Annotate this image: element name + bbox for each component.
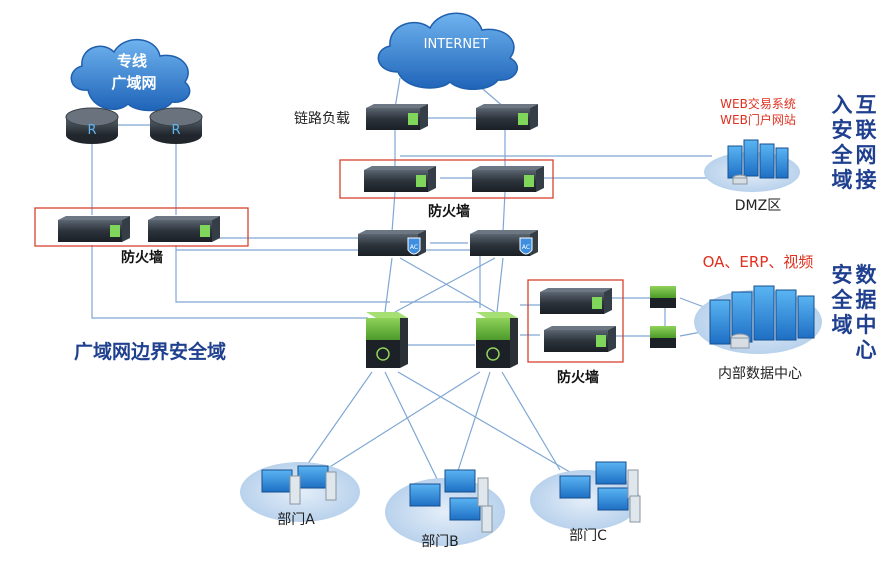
zone-internet-char-2: 联 [856,118,877,142]
wan-cloud-line1: 专线 [117,52,147,70]
link-core2-depta [324,371,481,471]
firewall-right-2 [544,326,616,352]
zone-internet-char-8: 域 [832,168,853,192]
ac-2-badge: AC [522,244,530,251]
link-core1-depta [299,371,373,476]
internet-cloud: INTERNET [377,12,519,90]
dmz-server-cluster [704,139,800,192]
load-balancer-1 [366,104,428,130]
router-1-letter: R [87,123,96,138]
zone-dc-char-3: 中 [856,313,877,337]
zone-internet-char-5: 入 [832,93,853,117]
firewall-boxes [34,159,624,363]
zone-internet-char-1: 互 [856,93,877,117]
web-portal-label: WEB门户网站 [720,112,796,127]
link-core2-deptc [501,371,561,471]
link-core1-deptb [384,371,441,486]
dept-b-label: 部门B [421,534,459,550]
dmz-label: DMZ区 [735,198,781,214]
dept-b-cluster [385,469,505,546]
dc-switch-2 [650,326,676,348]
zone-internet-char-4: 接 [856,168,877,192]
ac-1-badge: AC [410,244,418,251]
firewall-left-2 [148,216,220,242]
link-fw2-ac2 [502,191,506,233]
link-fwl2-core2 [176,249,481,308]
link-core1-deptc [397,371,576,476]
wan-boundary-zone-label: 广域网边界安全域 [74,340,226,363]
firewall-right-label: 防火墙 [557,369,599,386]
router-1: R [65,107,119,144]
link-fw1-ac1 [391,191,396,233]
zone-internet-char-6: 安 [832,118,853,142]
firewall-left-label: 防火墙 [121,249,163,266]
dc-switch-1 [650,286,676,308]
link-core2-deptb [454,371,491,481]
internal-dc-cluster [694,285,822,354]
router-2: R [149,107,203,144]
router-2-letter: R [171,123,180,138]
link-fwl2-core1 [175,245,390,303]
internet-label: INTERNET [424,37,489,52]
zone-internet-char-7: 全 [831,143,854,167]
firewall-right-1 [540,288,612,314]
internal-dc-label: 内部数据中心 [718,366,802,382]
zone-dc-char-6: 全 [831,288,854,312]
load-balancer-2 [476,104,538,130]
wan-cloud-line2: 广域网 [111,74,156,92]
link-ac1-core1 [384,257,393,313]
core-switch-1 [366,312,408,368]
zone-dc-char-7: 域 [832,313,853,337]
ac-device-1: AC [358,230,426,256]
load-balancer-label: 链路负载 [294,111,350,127]
ac-device-2: AC [470,230,538,256]
wan-cloud: 专线 广域网 [70,38,191,112]
firewall-top-2 [472,166,544,192]
link-internet-lb1 [394,77,401,109]
web-trading-label: WEB交易系统 [720,96,796,111]
link-ac2-core2 [496,257,504,313]
firewall-box-top [339,159,554,199]
zone-dc-char-1: 数 [856,263,878,287]
dept-a-cluster [240,462,360,522]
zone-dc-char-2: 据 [856,288,877,312]
zone-dc-char-5: 安 [832,263,853,287]
firewall-top-1 [364,166,436,192]
link-ac2-core1 [394,257,496,313]
dept-c-label: 部门C [569,528,607,544]
firewall-box-left [34,207,249,247]
dept-a-label: 部门A [277,512,315,528]
link-ac1-core2 [399,257,496,313]
link-fwl1-core1 [91,245,368,319]
firewall-left-1 [58,216,130,242]
zone-internet-char-3: 网 [856,143,877,167]
firewall-top-label: 防火墙 [428,203,470,220]
core-switch-2 [476,312,518,368]
dept-c-cluster [530,461,641,530]
firewall-box-right [527,279,624,363]
zone-dc-char-4: 心 [856,338,877,362]
services-label: OA、ERP、视频 [703,253,814,271]
